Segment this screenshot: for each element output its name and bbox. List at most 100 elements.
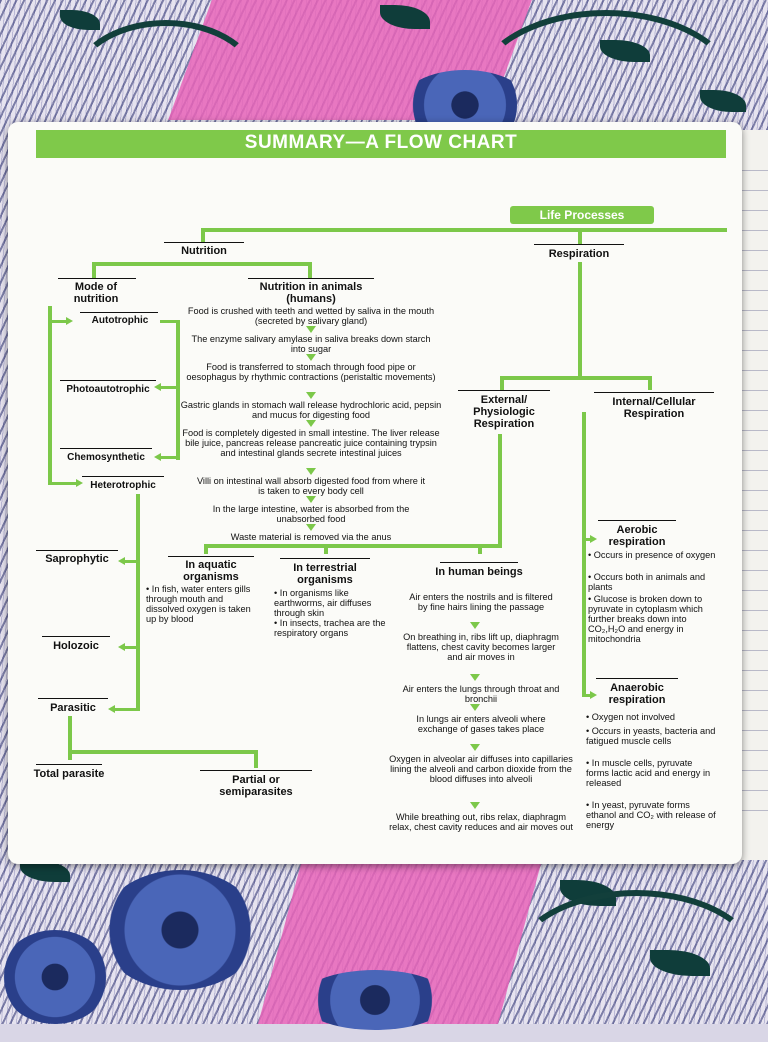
connector-line — [124, 560, 138, 563]
terrestrial-point: • In organisms like earthworms, air diff… — [274, 588, 372, 618]
connector-line — [92, 262, 312, 266]
leaf-pattern — [60, 10, 100, 30]
connector-line — [160, 320, 180, 323]
nutrition-step: Villi on intestinal wall absorb digested… — [196, 476, 426, 496]
aerobic-point: • Occurs in presence of oxygen — [588, 550, 716, 560]
aerobic-title: Aerobic respiration — [608, 524, 666, 548]
connector-line — [578, 228, 582, 244]
autotrophic: Autotrophic — [91, 315, 149, 326]
human-step: Oxygen in alveolar air diffuses into cap… — [389, 754, 573, 784]
connector-line — [500, 376, 652, 380]
arrow-down — [306, 468, 316, 475]
connector-line — [68, 716, 72, 760]
connector-line — [582, 412, 586, 696]
connector-line — [582, 538, 592, 541]
human-step: Air enters the lungs through throat and … — [402, 684, 560, 704]
connector-line — [308, 262, 312, 278]
connector-line — [582, 694, 592, 697]
leaf-pattern — [20, 860, 70, 882]
connector-line — [578, 262, 582, 378]
internal-respiration: Internal/Cellular Respiration — [612, 396, 696, 420]
human-step: In lungs air enters alveoli where exchan… — [416, 714, 546, 734]
anaerobic-title: Anaerobic respiration — [608, 682, 666, 706]
arrow-right — [590, 691, 597, 699]
connector-line — [158, 386, 178, 389]
arrow-right — [76, 479, 83, 487]
nutrition-in-animals: Nutrition in animals (humans) — [259, 281, 363, 305]
connector-line — [254, 750, 258, 768]
aerobic-point: • Occurs both in animals and plants — [588, 572, 706, 592]
page-title: SUMMARY—A FLOW CHART — [244, 132, 518, 153]
aquatic-text: • In fish, water enters gills through mo… — [146, 584, 251, 624]
human-step: Air enters the nostrils and is filtered … — [409, 592, 553, 612]
arrow-left — [108, 705, 115, 713]
nutrition-step: Gastric glands in stomach wall release h… — [180, 400, 442, 420]
arrow-left — [118, 643, 125, 651]
nutrition-step: Food is crushed with teeth and wetted by… — [187, 306, 435, 326]
connector-line — [478, 544, 482, 554]
anaerobic-point: • In muscle cells, pyruvate forms lactic… — [586, 758, 711, 788]
connector-line — [201, 228, 205, 242]
chemosynthetic: Chemosynthetic — [67, 452, 145, 463]
connector-line — [498, 434, 502, 546]
connector-line — [158, 456, 178, 459]
connector-line — [500, 376, 504, 390]
nutrition-step: In the large intestine, water is absorbe… — [212, 504, 410, 524]
flower-pattern — [300, 970, 450, 1030]
arrow-down — [470, 744, 480, 751]
connector-line — [92, 262, 96, 278]
human-title: In human beings — [435, 566, 523, 578]
photoautotrophic: Photoautotrophic — [66, 384, 150, 395]
external-respiration: External/ Physiologic Respiration — [473, 394, 535, 430]
connector-line — [204, 544, 208, 554]
arrow-down — [470, 704, 480, 711]
connector-line — [48, 306, 52, 484]
partial-parasite: Partial or semiparasites — [219, 774, 293, 798]
respiration-label: Respiration — [548, 248, 610, 260]
saprophytic: Saprophytic — [45, 553, 109, 565]
connector-line — [68, 750, 258, 754]
anaerobic-point: • Occurs in yeasts, bacteria and fatigue… — [586, 726, 716, 746]
connector-line — [48, 320, 66, 323]
mode-of-nutrition: Mode of nutrition — [73, 281, 119, 305]
arrow-down — [306, 420, 316, 427]
total-parasite: Total parasite — [33, 768, 105, 780]
connector-line — [176, 320, 180, 460]
heterotrophic: Heterotrophic — [90, 480, 156, 491]
nutrition-step: Food is completely digested in small int… — [182, 428, 440, 458]
connector-line — [136, 494, 140, 710]
connector-line — [204, 544, 502, 548]
human-step: On breathing in, ribs lift up, diaphragm… — [403, 632, 559, 662]
connector-line — [648, 376, 652, 390]
arrow-down — [470, 802, 480, 809]
nutrition-label: Nutrition — [181, 245, 227, 257]
arrow-down — [306, 496, 316, 503]
arrow-left — [154, 453, 161, 461]
nutrition-step: The enzyme salivary amylase in saliva br… — [191, 334, 431, 354]
arrow-down — [306, 326, 316, 333]
arrow-down — [470, 674, 480, 681]
arrow-left — [118, 557, 125, 565]
connector-line — [112, 708, 140, 711]
aerobic-point: • Glucose is broken down to pyruvate in … — [588, 594, 703, 644]
connector-line — [48, 482, 78, 485]
parasitic: Parasitic — [50, 702, 96, 714]
arrow-right — [66, 317, 73, 325]
arrow-down — [306, 354, 316, 361]
arrow-down — [306, 392, 316, 399]
life-processes-box: Life Processes — [510, 206, 654, 224]
aquatic-title: In aquatic organisms — [183, 559, 239, 583]
title-bar: SUMMARY—A FLOW CHART — [36, 130, 726, 158]
terrestrial-point: • In insects, trachea are the respirator… — [274, 618, 386, 638]
vine-pattern — [470, 10, 742, 182]
nutrition-step: Waste material is removed via the anus — [230, 532, 392, 542]
human-step: While breathing out, ribs relax, diaphra… — [389, 812, 573, 832]
flower-pattern — [100, 870, 260, 990]
nutrition-step: Food is transferred to stomach through f… — [186, 362, 436, 382]
connector-line — [124, 646, 138, 649]
flower-pattern — [0, 930, 110, 1024]
connector-line — [201, 228, 727, 232]
anaerobic-point: • Oxygen not involved — [586, 712, 676, 722]
vine-pattern — [510, 890, 762, 1042]
terrestrial-title: In terrestrial organisms — [293, 562, 357, 586]
